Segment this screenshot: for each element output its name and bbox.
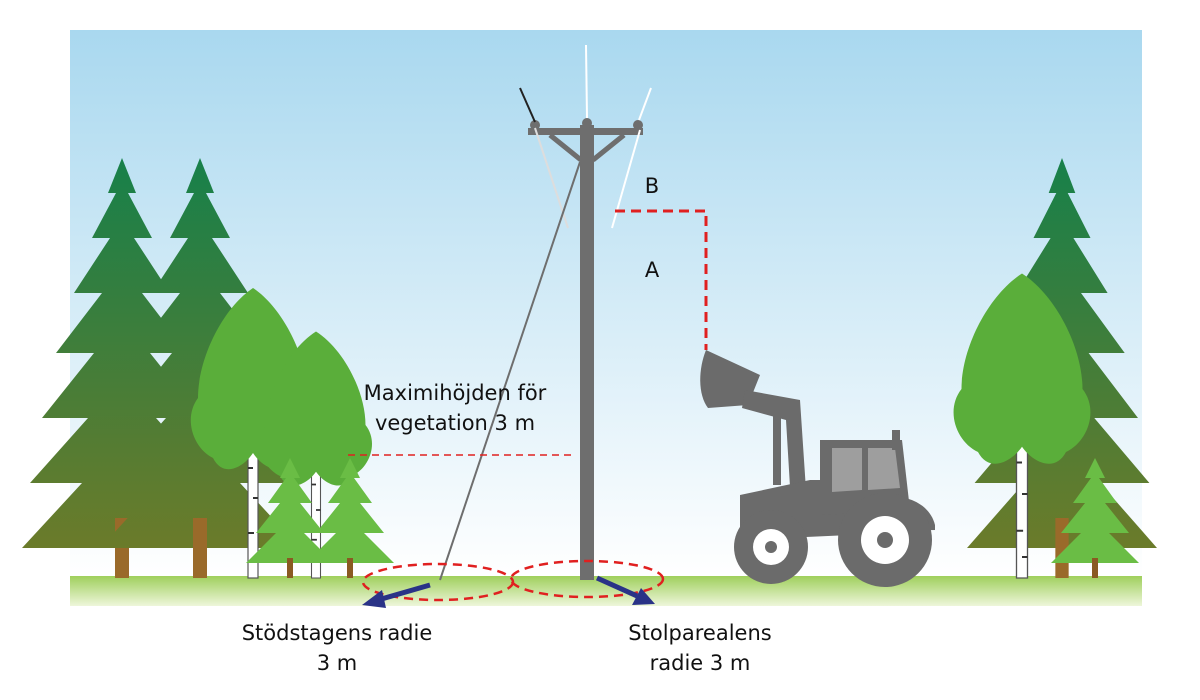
pole-radius-area: [509, 559, 665, 599]
pole-radius-line2: radie 3 m: [649, 651, 751, 675]
tractor-icon: [700, 350, 935, 587]
pole-radius-line1: Stolparealens: [628, 621, 772, 645]
guy-radius-line1: Stödstagens radie: [241, 621, 433, 645]
arrow-icon: [595, 575, 655, 605]
pole-radius-label: Stolparealens radie 3 m: [600, 618, 800, 678]
clearance-marker-ab: [615, 209, 708, 350]
max-height-line1: Maximihöjden för: [363, 381, 547, 405]
guy-radius-line2: 3 m: [316, 651, 358, 675]
clearance-label-a: A: [644, 258, 660, 282]
clearance-label-b: B: [644, 174, 660, 198]
arrow-icon: [362, 582, 431, 608]
max-vegetation-height-label: Maximihöjden för vegetation 3 m: [340, 378, 570, 438]
power-pole-icon: [439, 44, 652, 581]
guy-radius-label: Stödstagens radie 3 m: [212, 618, 462, 678]
max-height-line2: vegetation 3 m: [374, 411, 536, 435]
